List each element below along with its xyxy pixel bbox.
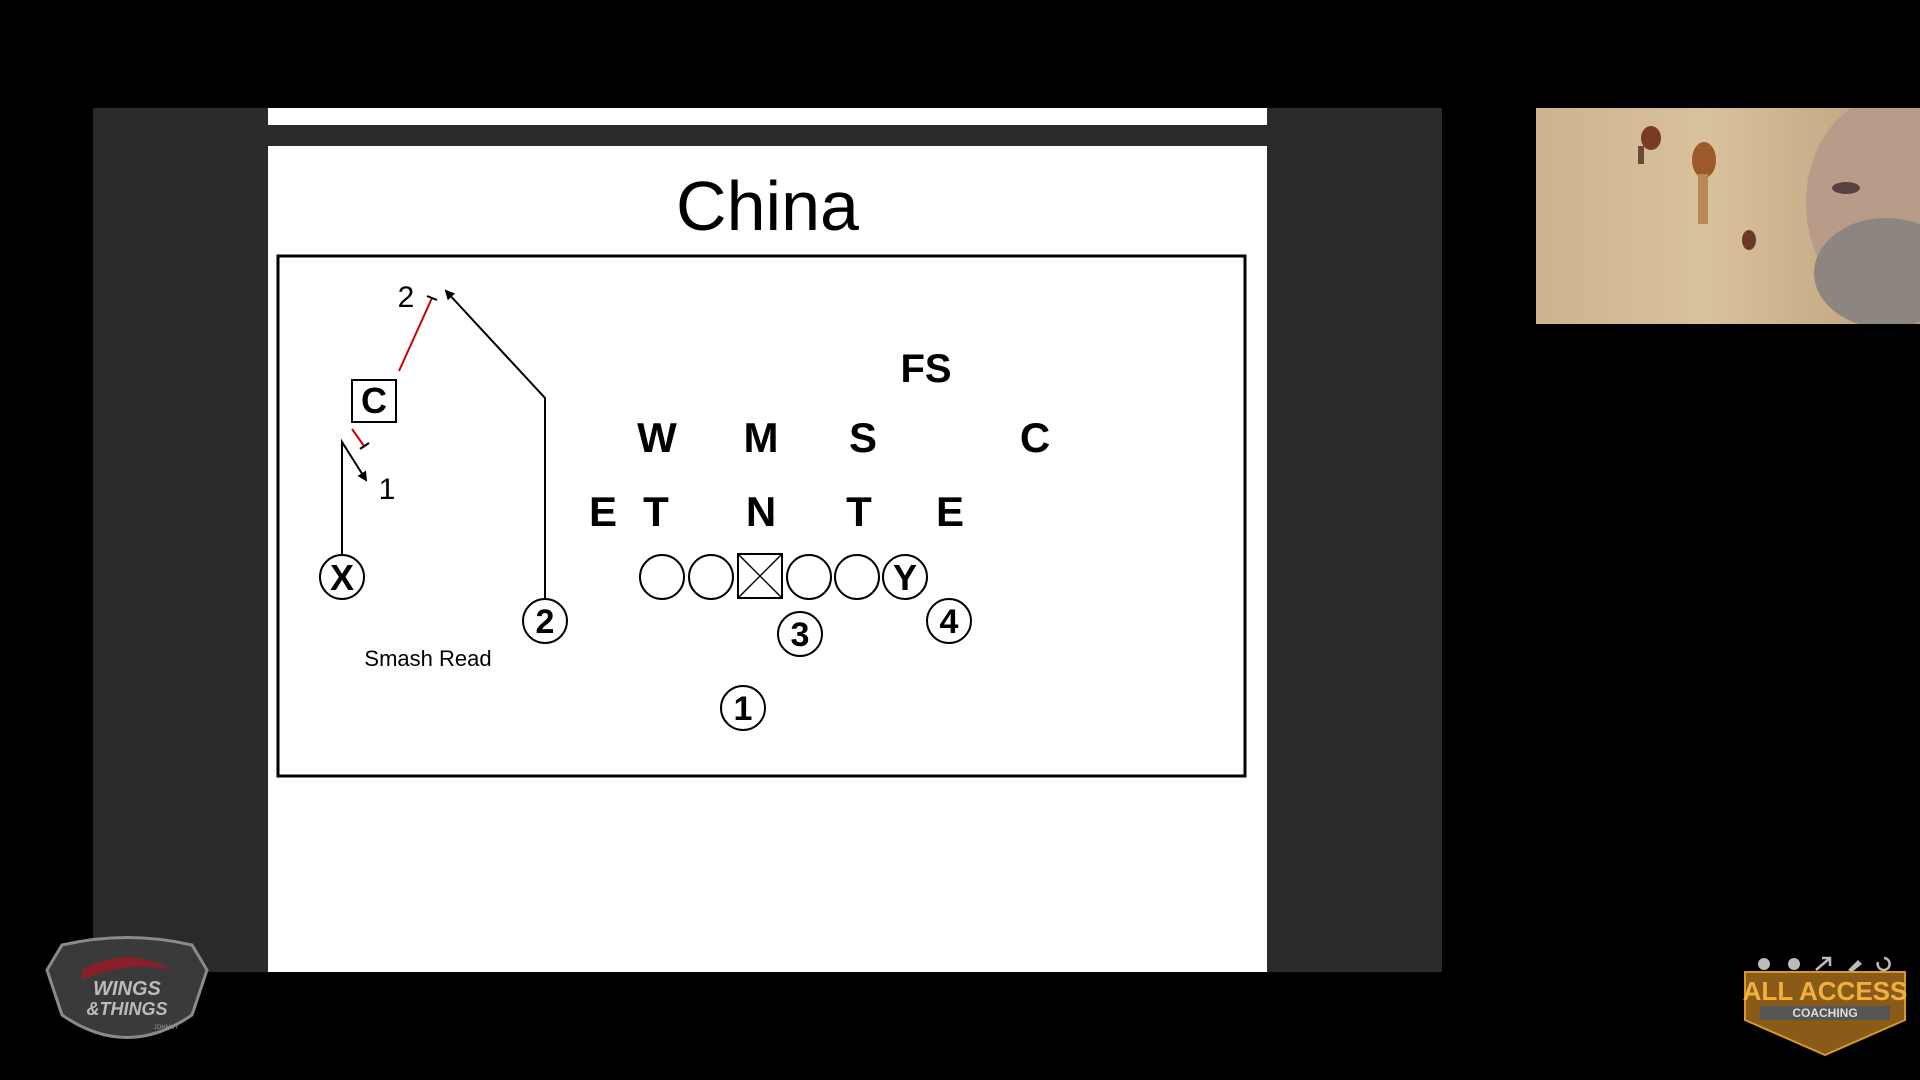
back-1-circle bbox=[720, 685, 766, 731]
read-line-1 bbox=[351, 428, 365, 447]
defender-t-left: T bbox=[643, 488, 669, 535]
read-tick-1 bbox=[359, 442, 370, 450]
wings-and-things-logo: WINGS &THINGS JOHNNY bbox=[42, 935, 212, 1050]
lineman-right-guard bbox=[786, 554, 832, 600]
play-diagram: 2 1 C X 2 Smash Read FS W M S C E T N T … bbox=[276, 254, 1247, 778]
logo-line-wings: WINGS bbox=[93, 978, 161, 1000]
wall-decor-paddle bbox=[1692, 142, 1716, 178]
presentation-slide: China 2 1 C X 2 Smash Read FS bbox=[268, 146, 1267, 972]
route-x-hitch bbox=[341, 438, 368, 563]
defender-w: W bbox=[637, 414, 677, 461]
route-number-2 bbox=[444, 289, 546, 618]
logo-wing-swoosh bbox=[82, 957, 172, 980]
lineman-right-tackle bbox=[834, 554, 880, 600]
person-beard bbox=[1814, 218, 1920, 324]
dot-icon[interactable] bbox=[1758, 958, 1770, 970]
person-eye bbox=[1832, 182, 1860, 194]
read-line-2 bbox=[398, 297, 433, 372]
defender-e-left: E bbox=[589, 488, 617, 535]
webcam-video-feed bbox=[1536, 108, 1920, 324]
center-mark-b bbox=[737, 553, 783, 599]
power-icon[interactable] bbox=[1876, 956, 1891, 972]
defender-n: N bbox=[746, 488, 776, 535]
defender-t-right: T bbox=[846, 488, 872, 535]
dot-icon[interactable] bbox=[1788, 958, 1800, 970]
defender-e-right: E bbox=[936, 488, 964, 535]
expand-icon[interactable] bbox=[1815, 956, 1832, 971]
read-label-2: 2 bbox=[398, 281, 415, 314]
logo-line-things: &THINGS bbox=[87, 999, 168, 1019]
wall-decor-hook bbox=[1638, 146, 1644, 164]
wall-decor-lower bbox=[1742, 230, 1756, 250]
receiver-x-circle bbox=[319, 554, 365, 600]
all-access-logo-graphic: ALL ACCESS COACHING bbox=[1743, 971, 1908, 1057]
defender-c-left: C bbox=[361, 380, 387, 421]
wings-logo-graphic: WINGS &THINGS JOHNNY bbox=[45, 936, 209, 1039]
defender-s: S bbox=[849, 414, 877, 461]
back-4: 4 bbox=[940, 603, 959, 641]
back-2: 2 bbox=[536, 603, 555, 641]
lineman-left-guard bbox=[688, 554, 734, 600]
logo-sub-text: COACHING bbox=[1792, 1006, 1857, 1020]
back-2-circle bbox=[522, 598, 568, 644]
defender-fs: FS bbox=[900, 347, 951, 391]
player-control-icons bbox=[1756, 954, 1896, 974]
diagram-border bbox=[276, 254, 1247, 778]
defender-c-right: C bbox=[1020, 414, 1050, 461]
lineman-left-tackle bbox=[639, 554, 685, 600]
back-3: 3 bbox=[791, 616, 810, 654]
logo-small-text: JOHNNY bbox=[154, 1025, 179, 1031]
logo-shield-shape bbox=[45, 936, 209, 1039]
back-1: 1 bbox=[734, 690, 753, 728]
defender-box-c bbox=[351, 379, 397, 423]
previous-page-edge bbox=[268, 108, 1267, 125]
logo-sub-band bbox=[1760, 1006, 1890, 1020]
read-tick-2 bbox=[426, 295, 438, 301]
defender-m: M bbox=[744, 414, 779, 461]
wall-decor-small bbox=[1641, 126, 1661, 150]
slide-title: China bbox=[676, 167, 859, 245]
logo-main-text: ALL ACCESS bbox=[1743, 976, 1908, 1006]
back-3-circle bbox=[777, 611, 823, 657]
all-access-coaching-logo: ALL ACCESS COACHING bbox=[1740, 950, 1910, 1060]
wall-decor-handle bbox=[1698, 174, 1708, 224]
back-4-circle bbox=[926, 598, 972, 644]
receiver-x: X bbox=[330, 557, 354, 598]
play-caption: Smash Read bbox=[364, 646, 491, 671]
read-label-1: 1 bbox=[379, 473, 396, 506]
pen-icon[interactable] bbox=[1848, 960, 1862, 972]
receiver-y: Y bbox=[893, 557, 917, 598]
receiver-y-circle bbox=[882, 554, 928, 600]
webcam-scene bbox=[1638, 108, 1920, 324]
